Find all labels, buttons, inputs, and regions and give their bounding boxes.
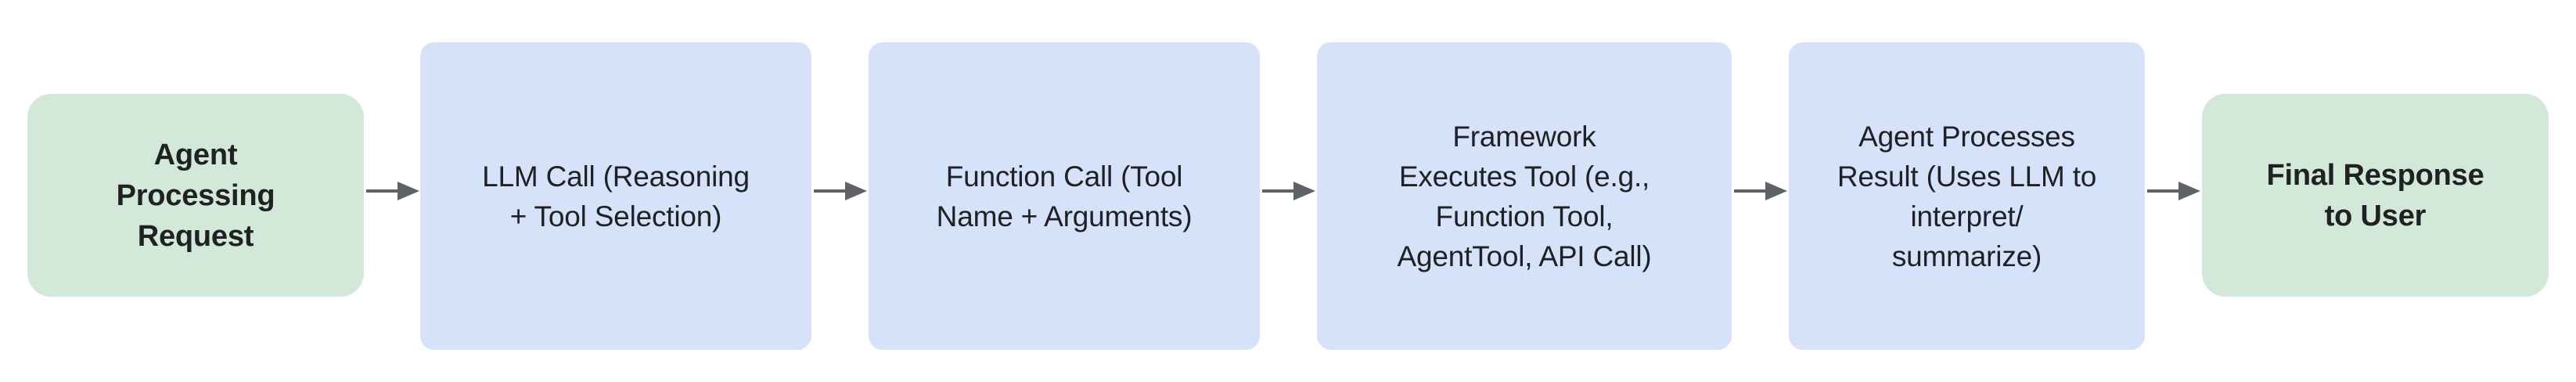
flow-node-label: Final Response to User bbox=[2266, 158, 2484, 232]
flow-arrow-right-icon bbox=[1262, 178, 1315, 204]
flow-node-label: Function Call (Tool Name + Arguments) bbox=[936, 160, 1193, 232]
flow-node-agent-processes-result[interactable]: Agent Processes Result (Uses LLM to inte… bbox=[1789, 42, 2145, 350]
flow-arrow-right-icon bbox=[814, 178, 867, 204]
flow-node-final-response-to-user[interactable]: Final Response to User bbox=[2202, 94, 2549, 297]
flow-node-label: Agent Processing Request bbox=[116, 138, 275, 253]
flow-node-framework-executes-tool[interactable]: Framework Executes Tool (e.g., Function … bbox=[1317, 42, 1732, 350]
flow-node-llm-call[interactable]: LLM Call (Reasoning + Tool Selection) bbox=[420, 42, 811, 350]
flow-arrow-right-icon bbox=[366, 178, 419, 204]
flow-node-label: Framework Executes Tool (e.g., Function … bbox=[1397, 120, 1652, 272]
flow-arrow-right-icon bbox=[2147, 178, 2200, 204]
flow-arrow-right-icon bbox=[1734, 178, 1787, 204]
flow-node-agent-processing-request[interactable]: Agent Processing Request bbox=[27, 94, 364, 297]
flow-node-label: Agent Processes Result (Uses LLM to inte… bbox=[1837, 120, 2097, 272]
flow-node-function-call[interactable]: Function Call (Tool Name + Arguments) bbox=[869, 42, 1260, 350]
flow-node-label: LLM Call (Reasoning + Tool Selection) bbox=[482, 160, 750, 232]
